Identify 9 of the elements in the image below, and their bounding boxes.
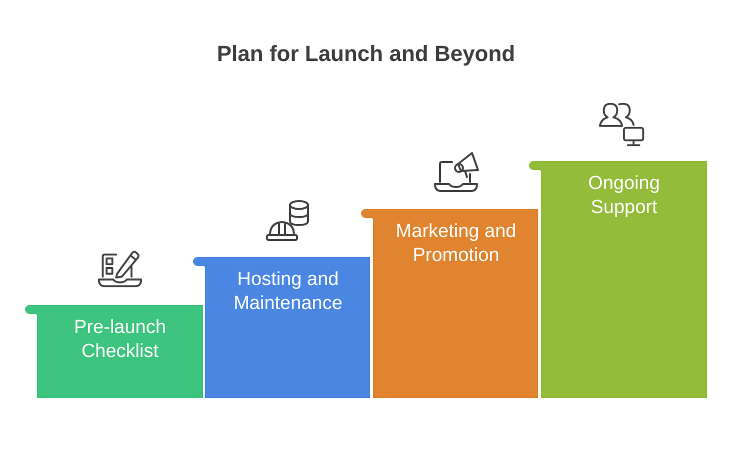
stair-step <box>25 305 203 398</box>
step-label: Ongoing Support <box>587 172 661 220</box>
step-label: Hosting and Maintenance <box>232 268 344 316</box>
stair-step <box>529 161 707 398</box>
stair-step <box>193 257 370 398</box>
stair-step <box>361 209 538 398</box>
step-label: Marketing and Promotion <box>394 220 518 268</box>
diagram-title: Plan for Launch and Beyond <box>216 40 516 68</box>
step-label: Pre-launch Checklist <box>73 316 167 364</box>
